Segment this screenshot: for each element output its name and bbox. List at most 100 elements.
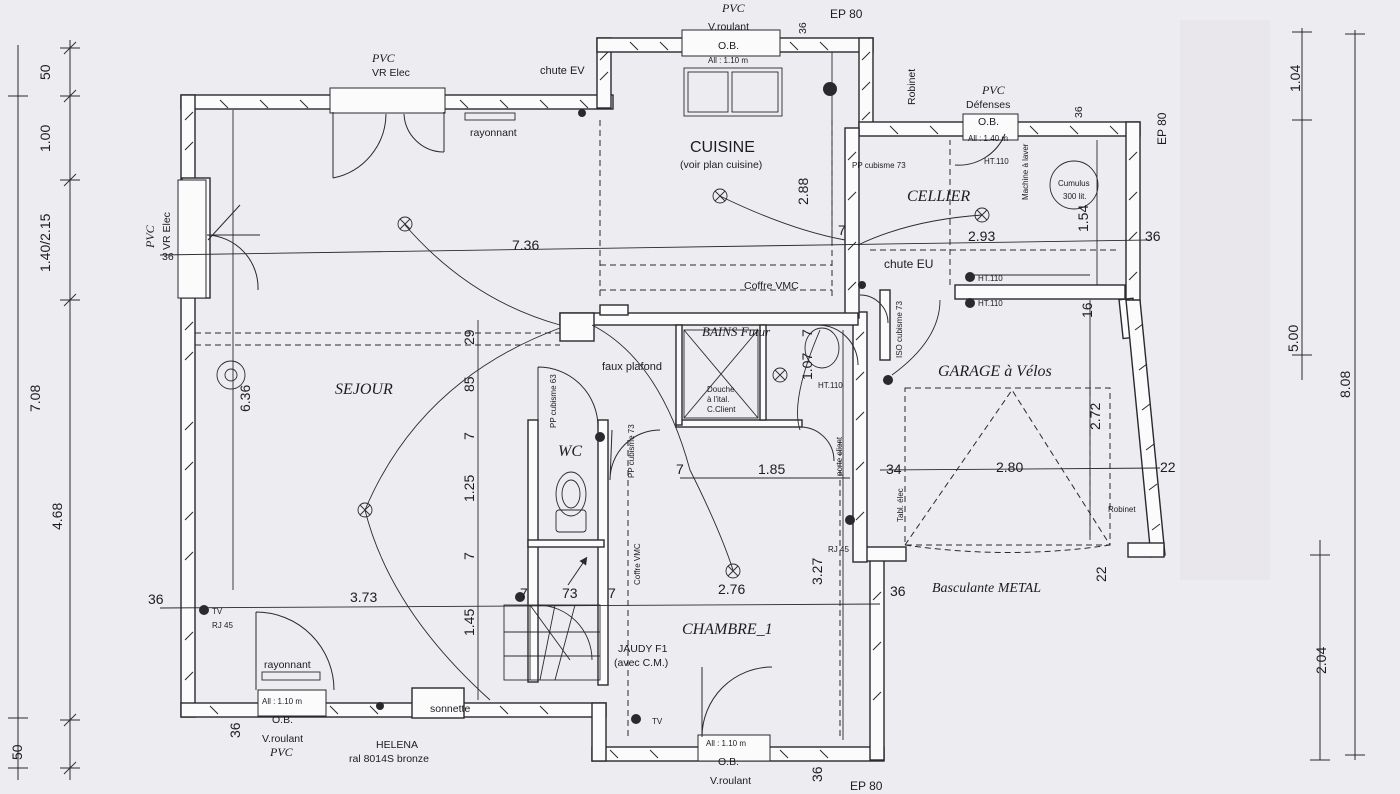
windows [177,29,1019,762]
room-garage-label: GARAGE à Vélos [938,363,1052,380]
light-point [772,367,788,383]
window-material-left: PVC [143,224,157,249]
iso-cubisme-label: ISO cubisme 73 [895,301,904,358]
window-vr-sejour-bottom: V.roulant [262,733,303,745]
window-all-chambre: All : 1.10 m [706,739,746,748]
window-all-sejour: All : 1.10 m [262,697,302,706]
jaudy-label: JAUDY F1 [618,643,668,655]
right-dim-500: 5.00 [1285,325,1301,352]
dim-7-a: 7 [461,432,477,440]
robinet-garage-label: Robinet [1108,505,1136,514]
kitchen-sink [683,67,783,117]
dim-36-cellier-right: 36 [1145,228,1161,244]
window-vr-cuisine: V.roulant [708,21,749,33]
avec-cm-label: (avec C.M.) [614,657,668,669]
window-vr-sejour: VR Elec [372,67,410,79]
porte-client-label: porte client [835,436,844,476]
dim-736: 7.36 [512,237,539,253]
coffre-vmc-top: Coffre VMC [744,280,799,292]
dim-7-stair-2: 7 [608,585,616,601]
douche-label-2: à l'ital. [707,395,729,404]
dim-36-cellier: 36 [1073,106,1085,118]
chute-ev-label: chute EV [540,65,585,77]
room-wc-label: WC [558,443,582,460]
dim-34: 34 [886,461,902,477]
dim-145: 1.45 [461,609,477,636]
light-points [357,188,990,579]
cumulus-label: Cumulus [1058,179,1090,188]
ep80-bottom-label: EP 80 [850,779,883,793]
chute-eu-label: chute EU [884,257,933,271]
window-all-cuisine: All : 1.10 m [708,56,748,65]
window-defenses: Défenses [966,99,1010,111]
dim-272: 2.72 [1087,403,1103,430]
light-point [397,216,413,232]
shower [683,329,759,419]
dim-7-chambre: 7 [676,461,684,477]
pp-cubisme-chambre: PP cubisme 73 [627,424,636,478]
robinet-top-label: Robinet [906,69,918,105]
ral-label: ral 8014S bronze [349,753,429,765]
dim-22-right: 22 [1160,459,1176,475]
dim-288: 2.88 [795,178,811,205]
rayonnant-radiator [261,112,516,681]
pp-cubisme-wc: PP cubisme 63 [549,374,558,428]
dim-125: 1.25 [461,475,477,502]
douche-label-3: C.Client [707,405,736,414]
room-cuisine-label: CUISINE [690,139,755,156]
light-point [712,188,728,204]
coffre-vmc-chambre: Coffre VMC [633,543,642,585]
tv-chambre: TV [652,717,663,726]
dim-7-cellier: 7 [838,222,846,238]
machine-label: Machine à laver [1021,143,1030,200]
tabl-elec-label: Tabl. élec [896,488,905,522]
dim-373: 3.73 [350,589,377,605]
ht110-garage-1: HT.110 [978,274,1003,283]
pp-cubisme-cellier: PP cubisme 73 [852,161,906,170]
dim-185: 1.85 [758,461,785,477]
dim-36-bottom-right: 36 [809,766,825,782]
right-dim-104: 1.04 [1287,65,1303,92]
outlets [199,82,975,724]
dim-7-stair-1: 7 [520,585,528,601]
window-vr-chambre: V.roulant [710,775,751,787]
left-dimension-ruler [8,40,80,780]
fixtures [199,67,1099,724]
ep80-top-label: EP 80 [830,7,863,21]
light-point [974,207,990,223]
dim-7-b: 7 [461,552,477,560]
garage-door [904,387,1111,553]
ht110-bains: HT.110 [818,381,843,390]
dim-22-garage: 22 [1093,566,1109,582]
toilet [555,471,587,533]
window-ob-sejour: O.B. [272,714,293,726]
rj45-sejour: RJ 45 [212,621,233,630]
window-all-cellier: All : 1.40 m [968,134,1008,143]
ht110-cellier: HT.110 [984,157,1009,166]
left-dim-140-215: 1.40/2.15 [37,213,53,272]
room-bains-label: BAINS Futur [702,324,771,339]
light-point [725,563,741,579]
dim-7-bains: 7 [799,329,815,337]
window-material-sejour: PVC [371,51,396,65]
window-material-cellier: PVC [981,83,1006,97]
rayonnant-bottom-label: rayonnant [264,659,311,671]
ht110-garage-2: HT.110 [978,299,1003,308]
dim-85: 85 [461,376,477,392]
tv-sejour: TV [212,607,223,616]
dim-280: 2.80 [996,459,1023,475]
left-dim-100: 1.00 [37,125,53,152]
light-point [357,502,373,518]
dim-327: 3.27 [809,558,825,585]
dim-276: 2.76 [718,581,745,597]
window-ob-chambre: O.B. [718,756,739,768]
left-dim-708: 7.08 [27,385,43,412]
dim-73: 73 [562,585,578,601]
dim-293: 2.93 [968,228,995,244]
window-vr-left: VR Elec [161,212,173,250]
dim-16: 16 [1079,302,1095,318]
paper-crease-band [1180,20,1270,580]
basculante-label: Basculante METAL [932,581,1041,596]
right-dimension-ruler [1292,28,1365,761]
